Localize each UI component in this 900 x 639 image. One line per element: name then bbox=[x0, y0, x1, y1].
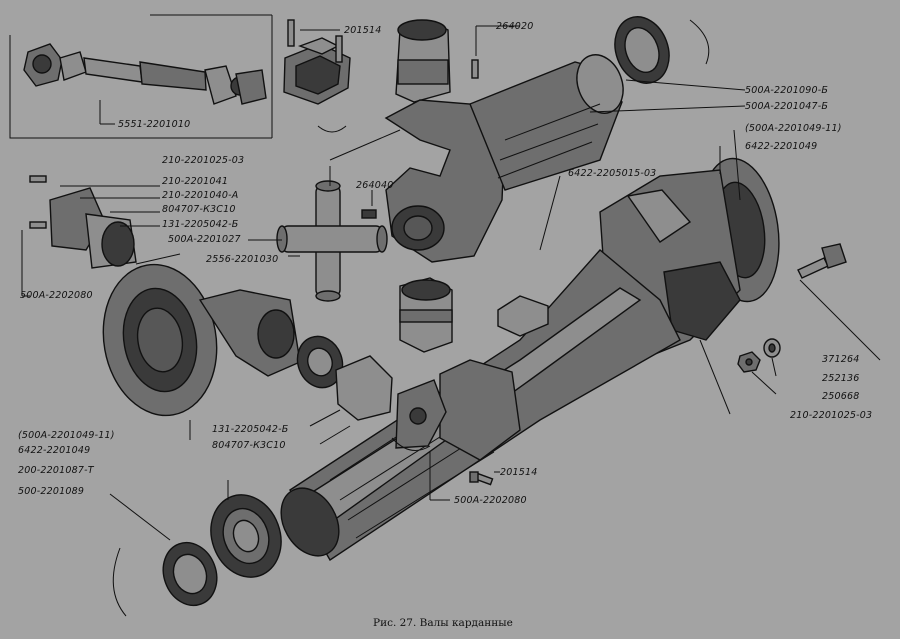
universal-joint-cross bbox=[276, 180, 388, 302]
left-flange-plate bbox=[29, 175, 137, 269]
label-5551-2201010: 5551-2201010 bbox=[118, 119, 190, 130]
label-500a-2201027: 500А-2201027 bbox=[168, 234, 241, 245]
label-500a-2201047: 500А-2201047-Б bbox=[745, 101, 828, 112]
tubular-shaft bbox=[280, 249, 681, 561]
label-804707-bottom: 804707-К3С10 bbox=[212, 440, 286, 451]
inset-shaft-assembly bbox=[9, 14, 273, 139]
label-6422-2201049-top: 6422-2201049 bbox=[745, 141, 817, 152]
label-210-2201041: 210-2201041 bbox=[162, 176, 228, 187]
label-131-2205042-bottom: 131-2205042-Б bbox=[212, 424, 289, 435]
label-500a-2201049-top: (500А-2201049-11) bbox=[745, 123, 842, 134]
lower-flange-plate bbox=[391, 379, 447, 451]
label-210-2201040: 210-2201040-А bbox=[162, 190, 238, 201]
label-264040: 264040 bbox=[356, 180, 393, 191]
label-252136: 252136 bbox=[822, 373, 859, 384]
washer-right bbox=[763, 338, 781, 358]
needle-bearing-upper bbox=[399, 277, 453, 353]
lock-ring-bottom bbox=[112, 541, 218, 617]
seal-ring-top bbox=[614, 16, 710, 84]
label-500a-2201090: 500А-2201090-Б bbox=[745, 85, 828, 96]
label-371264: 371264 bbox=[822, 354, 859, 365]
leader-lines bbox=[21, 25, 881, 541]
part-labels: 201514 264020 500А-2201090-Б 500А-220104… bbox=[18, 21, 872, 506]
label-131-2205042-top: 131-2205042-Б bbox=[162, 219, 239, 230]
label-250668: 250668 bbox=[822, 391, 859, 402]
label-210-2201025-top: 210-2201025-03 bbox=[162, 155, 244, 166]
needle-bearing-lower bbox=[296, 335, 393, 421]
label-210-2201025-right: 210-2201025-03 bbox=[790, 410, 872, 421]
top-flange-plate bbox=[283, 19, 351, 133]
bolt-right bbox=[797, 243, 847, 279]
label-2556-2201030: 2556-2201030 bbox=[206, 254, 278, 265]
nut-right bbox=[737, 351, 761, 373]
label-201514-top: 201514 bbox=[344, 25, 381, 36]
label-201514-bottom: 201514 bbox=[500, 467, 537, 478]
label-200-2201087: 200-2201087-Т bbox=[18, 465, 95, 476]
label-500a-2201049-left: (500А-2201049-11) bbox=[18, 430, 115, 441]
label-6422-2201049-left: 6422-2201049 bbox=[18, 445, 90, 456]
label-500-2201089: 500-2201089 bbox=[18, 486, 84, 497]
flange-yoke-right bbox=[599, 157, 780, 361]
label-264020: 264020 bbox=[496, 21, 533, 32]
label-6422-2205015: 6422-2205015-03 bbox=[568, 168, 656, 179]
label-804707-top: 804707-К3С10 bbox=[162, 204, 236, 215]
label-500a-2202080-bottom: 500А-2202080 bbox=[454, 495, 527, 506]
label-500a-2202080-left: 500А-2202080 bbox=[20, 290, 93, 301]
slip-yoke-shaft bbox=[384, 19, 624, 263]
figure-caption: Рис. 27. Валы карданные bbox=[373, 617, 513, 629]
flange-yoke-left bbox=[102, 253, 301, 417]
bolt-bottom bbox=[469, 471, 494, 486]
seal-ring-bottom bbox=[210, 494, 282, 578]
